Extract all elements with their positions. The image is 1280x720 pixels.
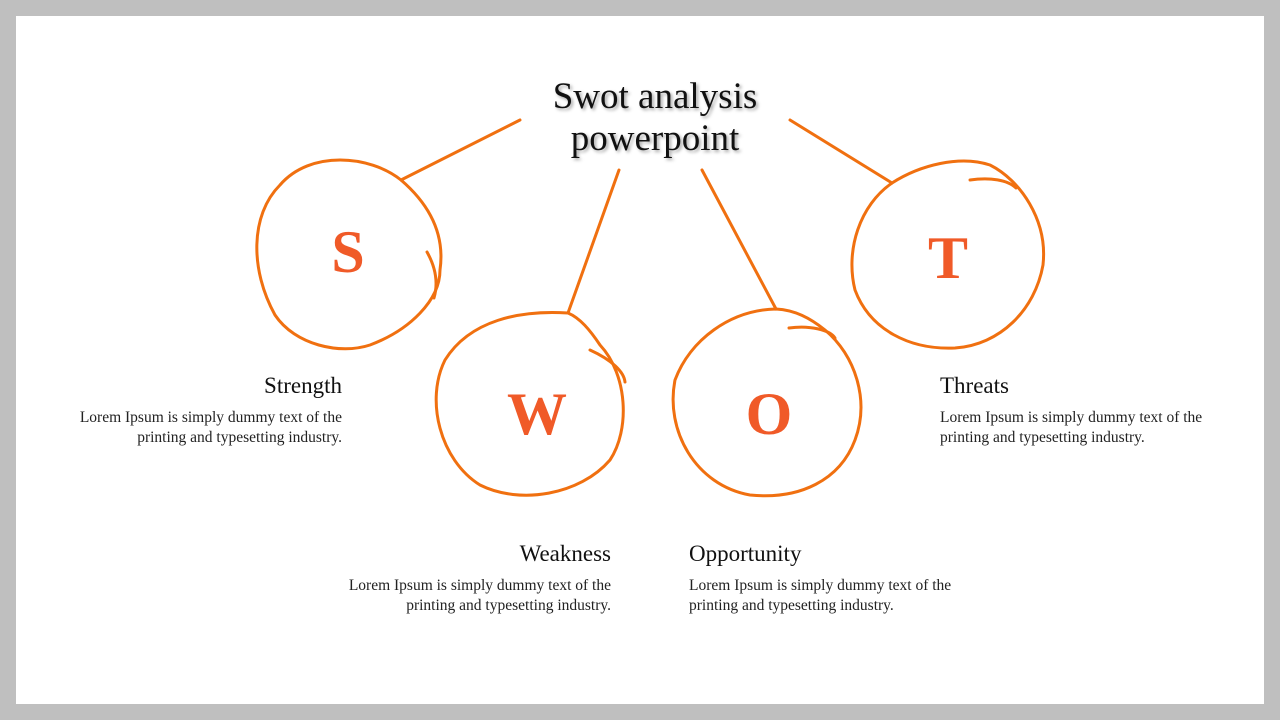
threats-text: Lorem Ipsum is simply dummy text of the … (940, 409, 1203, 446)
strength-text: Lorem Ipsum is simply dummy text of the … (79, 409, 342, 446)
weakness-block: Weakness Lorem Ipsum is simply dummy tex… (311, 541, 611, 616)
circle-t (850, 159, 1046, 350)
circle-w-tail (588, 348, 627, 384)
slide (16, 16, 1264, 704)
slide-title: Swot analysis powerpoint (552, 76, 758, 159)
circle-o-tail (787, 325, 837, 340)
opportunity-heading: Opportunity (689, 541, 802, 566)
circle-t-tail (968, 177, 1018, 190)
letter-o: O (745, 381, 793, 447)
connector-t (788, 118, 894, 185)
letter-w: W (507, 381, 567, 447)
connector-s (399, 118, 522, 182)
strength-block: Strength Lorem Ipsum is simply dummy tex… (42, 373, 342, 448)
opportunity-text: Lorem Ipsum is simply dummy text of the … (689, 577, 952, 614)
circle-s (255, 158, 443, 351)
opportunity-block: Opportunity Lorem Ipsum is simply dummy … (689, 541, 989, 616)
letter-s: S (331, 219, 365, 285)
letter-t: T (927, 225, 969, 291)
weakness-text: Lorem Ipsum is simply dummy text of the … (348, 577, 611, 614)
strength-heading: Strength (264, 373, 342, 398)
weakness-heading: Weakness (519, 541, 611, 566)
connector-w (566, 168, 621, 315)
threats-block: Threats Lorem Ipsum is simply dummy text… (940, 373, 1210, 448)
circle-s-tail (425, 250, 438, 300)
threats-heading: Threats (940, 373, 1009, 398)
circle-w (434, 311, 625, 497)
connector-o (700, 168, 778, 311)
